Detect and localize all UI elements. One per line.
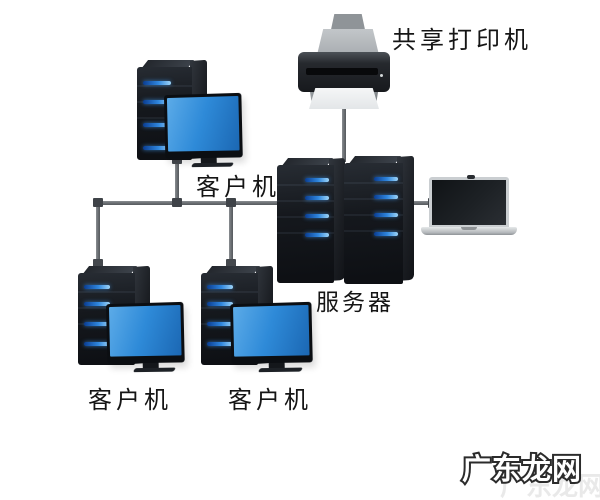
printer-label: 共享打印机	[392, 28, 532, 54]
client-bm-label: 客户机	[228, 388, 312, 414]
led-strip	[373, 232, 398, 236]
tower-front-face	[277, 165, 335, 283]
laptop-screen-frame	[429, 177, 509, 228]
printer-output-paper-icon	[309, 88, 379, 109]
printer-body-icon	[298, 52, 390, 92]
led-strip	[305, 178, 330, 182]
wire-t-joint-bottom	[226, 198, 236, 207]
wire-client-top	[175, 162, 179, 204]
laptop-screen	[432, 180, 506, 225]
led-strip	[373, 177, 398, 181]
client-bl-label: 客户机	[88, 388, 172, 414]
wire-printer-to-server	[342, 104, 346, 162]
client-bl-monitor-icon	[105, 301, 185, 373]
bus-wire-horizontal	[96, 201, 286, 205]
server-label: 服务器	[316, 290, 394, 315]
monitor-screen	[166, 95, 240, 152]
led-strip	[207, 285, 233, 289]
printer-output-slot	[306, 68, 378, 75]
printer-power-led	[380, 74, 383, 77]
printer-paper-tray-icon	[317, 29, 379, 55]
monitor-foot	[257, 367, 303, 373]
wire-t-joint-top	[172, 198, 182, 207]
monitor-foot	[132, 367, 176, 373]
led-strip	[143, 100, 171, 104]
watermark-echo: 广东龙网	[500, 471, 600, 500]
wire-client-bottom-left	[96, 203, 100, 267]
laptop-latch-notch	[461, 227, 477, 230]
led-strip	[84, 302, 110, 306]
led-strip	[143, 123, 171, 127]
led-strip	[373, 213, 398, 217]
led-strip	[84, 285, 110, 289]
monitor-screen	[108, 304, 182, 357]
led-strip	[143, 81, 171, 85]
led-strip	[207, 322, 233, 326]
laptop-camera	[467, 175, 475, 179]
led-strip	[373, 195, 398, 199]
client-bm-monitor-icon	[230, 301, 313, 373]
monitor-screen	[233, 304, 310, 357]
led-strip	[305, 214, 330, 218]
tower-front-face	[344, 163, 403, 284]
wire-cap-client-top	[172, 157, 182, 164]
led-strip	[84, 322, 110, 326]
led-strip	[84, 342, 110, 346]
led-strip	[207, 302, 233, 306]
wire-cap-client-bm	[226, 259, 236, 267]
laptop-base	[421, 227, 517, 235]
led-strip	[305, 233, 330, 237]
wire-cap-client-bl	[93, 259, 103, 267]
laptop-icon	[421, 175, 517, 235]
led-strip	[305, 196, 330, 200]
led-strip	[143, 146, 171, 150]
printer-icon	[298, 14, 390, 109]
wire-client-bottom-middle	[229, 203, 233, 267]
wire-server-to-laptop	[398, 201, 436, 205]
client-top-monitor-icon	[163, 92, 243, 168]
wire-elbow-joint	[93, 198, 103, 207]
server-tower-left-icon	[277, 157, 345, 286]
server-tower-right-icon	[344, 155, 414, 287]
led-strip	[207, 342, 233, 346]
watermark: 广东龙网	[458, 446, 598, 499]
watermark-text: 广东龙网	[462, 452, 582, 486]
watermark-svg: 广东龙网	[460, 450, 583, 488]
client-top-label: 客户机	[196, 175, 280, 201]
